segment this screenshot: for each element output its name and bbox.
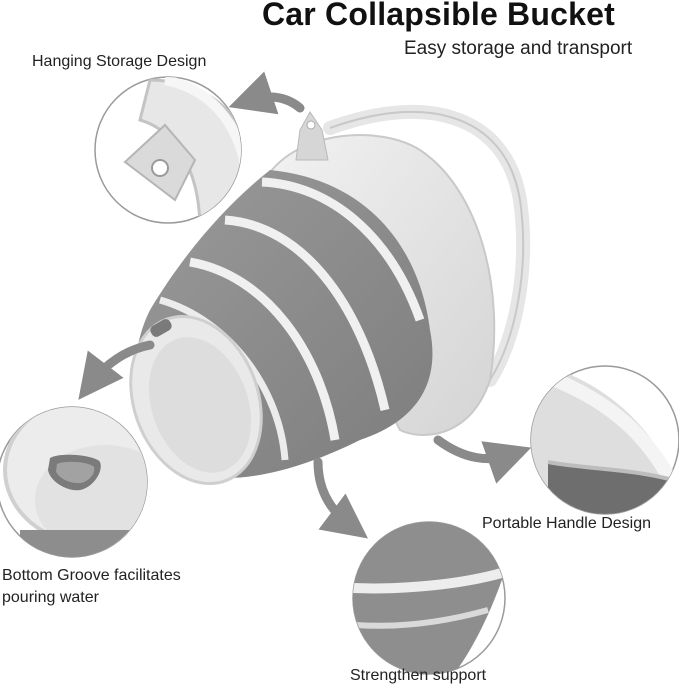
arrow-to-hanging — [228, 71, 305, 115]
bottom-groove-callout — [0, 406, 148, 558]
portable-handle-label: Portable Handle Design — [482, 515, 651, 532]
page-title: Car Collapsible Bucket — [262, 0, 615, 32]
support-detail-callout — [352, 521, 506, 675]
arrow-to-groove — [78, 340, 155, 400]
hanging-detail-callout — [94, 76, 242, 224]
bottom-groove-label-line1: Bottom Groove facilitates — [2, 567, 181, 584]
hanging-storage-label: Hanging Storage Design — [32, 53, 207, 70]
arrow-to-support — [313, 457, 368, 539]
hanging-tab — [295, 111, 329, 161]
bottom-groove-label-line2: pouring water — [2, 589, 99, 606]
handle-detail-callout — [530, 365, 679, 515]
strengthen-support-label: Strengthen support — [350, 667, 487, 684]
page-subtitle: Easy storage and transport — [404, 38, 633, 59]
arrow-to-handle — [433, 435, 532, 484]
pointer-arrows — [78, 71, 532, 539]
main-bucket — [129, 105, 531, 486]
